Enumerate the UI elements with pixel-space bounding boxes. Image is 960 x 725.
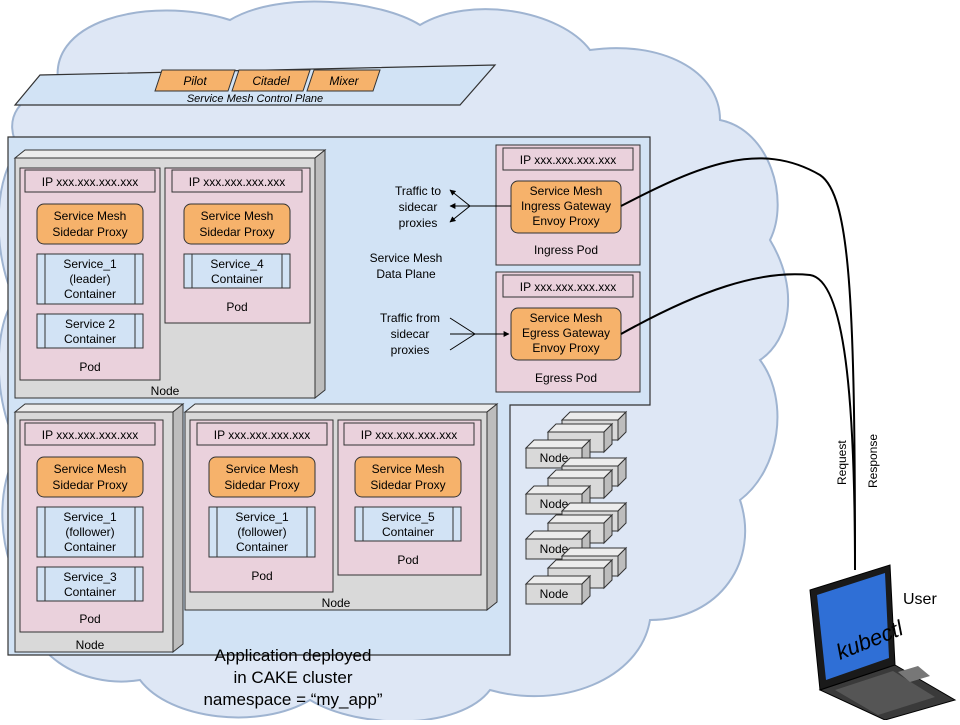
sidecar-proxy-label-2: Sidedar Proxy [52, 478, 127, 492]
sidecar-proxy-label-1: Service Mesh [54, 209, 127, 223]
pod-ip-label: IP xxx.xxx.xxx.xxx [520, 280, 616, 294]
node-cube-labeled: Node [524, 574, 592, 606]
node-1-label: Node [151, 384, 180, 398]
pod-ip-label: IP xxx.xxx.xxx.xxx [42, 175, 138, 189]
node-3: Node IP xxx.xxx.xxx.xxx Service Mesh Sid… [183, 402, 499, 612]
control-plane-mixer: Mixer [306, 69, 381, 92]
container-label: Container [211, 272, 263, 286]
pilot-label: Pilot [183, 74, 207, 88]
node-cube-label: Node [540, 451, 569, 465]
ingress-gateway-label-2: Ingress Gateway [521, 199, 611, 213]
control-plane: Service Mesh Control Plane Pilot Citadel… [13, 64, 497, 106]
node-cube-label: Node [540, 497, 569, 511]
pod-label: Pod [226, 300, 247, 314]
egress-pod-label: Egress Pod [535, 371, 597, 385]
request-line [620, 157, 856, 571]
ingress-gateway-label-1: Service Mesh [530, 184, 603, 198]
egress-traffic: Traffic from sidecar proxies [380, 311, 510, 357]
pod-label: Pod [251, 569, 272, 583]
pod-service-4: IP xxx.xxx.xxx.xxx Service Mesh Sidedar … [164, 167, 311, 324]
citadel-label: Citadel [252, 74, 290, 88]
request-response-lines: Request Response [620, 157, 880, 571]
pod-service-1-follower-a: IP xxx.xxx.xxx.xxx Service Mesh Sidedar … [19, 419, 164, 633]
pod-service-5: IP xxx.xxx.xxx.xxx Service Mesh Sidedar … [337, 419, 482, 576]
container-label: Container [64, 332, 116, 346]
response-label: Response [866, 434, 880, 488]
laptop-icon: kubectl User [809, 564, 957, 721]
sidecar-proxy-label-2: Sidedar Proxy [52, 225, 127, 239]
sidecar-proxy-label-1: Service Mesh [201, 209, 274, 223]
node-3-label: Node [322, 596, 351, 610]
pod-leader: IP xxx.xxx.xxx.xxx Service Mesh Sidedar … [19, 167, 161, 381]
ingress-traffic: Traffic to sidecar proxies [395, 184, 511, 230]
control-plane-pilot: Pilot [154, 69, 236, 92]
pod-ip-label: IP xxx.xxx.xxx.xxx [520, 153, 616, 167]
pod-ip-label: IP xxx.xxx.xxx.xxx [189, 175, 285, 189]
pod-ip-label: IP xxx.xxx.xxx.xxx [214, 428, 310, 442]
request-label: Request [835, 440, 849, 485]
caption-line-3: namespace = “my_app” [203, 690, 382, 709]
egress-traffic-label-3: proxies [391, 343, 430, 357]
traffic-arrow [449, 189, 471, 207]
sidecar-proxy-label-1: Service Mesh [372, 462, 445, 476]
ingress-traffic-label-1: Traffic to [395, 184, 441, 198]
egress-gateway-label-2: Egress Gateway [522, 326, 610, 340]
pod-ip-label: IP xxx.xxx.xxx.xxx [361, 428, 457, 442]
egress-gateway-label-3: Envoy Proxy [532, 341, 599, 355]
container-label: Service_1 [235, 510, 289, 524]
container-label: Service 2 [65, 317, 115, 331]
node-cube-label: Node [540, 542, 569, 556]
container-label: Service_1 [63, 257, 117, 271]
node-2: Node IP xxx.xxx.xxx.xxx Service Mesh Sid… [13, 402, 185, 654]
pod-label: Pod [79, 612, 100, 626]
pod-ip-label: IP xxx.xxx.xxx.xxx [42, 428, 138, 442]
pod-label: Pod [397, 553, 418, 567]
container-label: Service_4 [210, 257, 264, 271]
data-plane-label-2: Data Plane [376, 267, 436, 281]
ingress-gateway-label-3: Envoy Proxy [532, 214, 599, 228]
response-line [620, 273, 856, 571]
pod-service-1-follower-b: IP xxx.xxx.xxx.xxx Service Mesh Sidedar … [189, 419, 334, 593]
traffic-arrow [449, 205, 471, 223]
container-label: Container [382, 525, 434, 539]
control-plane-title: Service Mesh Control Plane [187, 93, 323, 105]
sidecar-proxy-label-2: Sidedar Proxy [224, 478, 299, 492]
container-label: (leader) [69, 272, 110, 286]
user-label: User [903, 591, 937, 608]
mixer-label: Mixer [329, 74, 359, 88]
node-1: Node IP xxx.xxx.xxx.xxx Service Mesh Sid… [13, 148, 327, 400]
pod-label: Pod [79, 360, 100, 374]
container-label: (follower) [237, 525, 286, 539]
container-label: Container [236, 540, 288, 554]
ingress-traffic-label-2: sidecar [399, 200, 438, 214]
ingress-pod: IP xxx.xxx.xxx.xxx Service Mesh Ingress … [495, 144, 641, 266]
node-cube-label: Node [540, 587, 569, 601]
ingress-pod-label: Ingress Pod [534, 243, 598, 257]
ingress-traffic-label-3: proxies [399, 216, 438, 230]
container-label: Service_3 [63, 570, 117, 584]
egress-gateway-label-1: Service Mesh [530, 311, 603, 325]
sidecar-proxy-label-2: Sidedar Proxy [199, 225, 274, 239]
container-label: Container [64, 287, 116, 301]
caption-line-1: Application deployed [215, 646, 372, 665]
container-label: Container [64, 585, 116, 599]
egress-traffic-label-1: Traffic from [380, 311, 440, 325]
egress-pod: IP xxx.xxx.xxx.xxx Service Mesh Egress G… [495, 271, 641, 393]
container-label: (follower) [65, 525, 114, 539]
data-plane-label-1: Service Mesh [370, 251, 443, 265]
container-label: Service_5 [381, 510, 435, 524]
container-label: Container [64, 540, 116, 554]
sidecar-proxy-label-1: Service Mesh [54, 462, 127, 476]
sidecar-proxy-label-2: Sidedar Proxy [370, 478, 445, 492]
sidecar-proxy-label-1: Service Mesh [226, 462, 299, 476]
egress-traffic-label-2: sidecar [391, 327, 430, 341]
caption-line-2: in CAKE cluster [233, 668, 352, 687]
container-label: Service_1 [63, 510, 117, 524]
control-plane-citadel: Citadel [231, 69, 311, 92]
node-2-label: Node [76, 638, 105, 652]
caption: Application deployed in CAKE cluster nam… [203, 646, 382, 709]
